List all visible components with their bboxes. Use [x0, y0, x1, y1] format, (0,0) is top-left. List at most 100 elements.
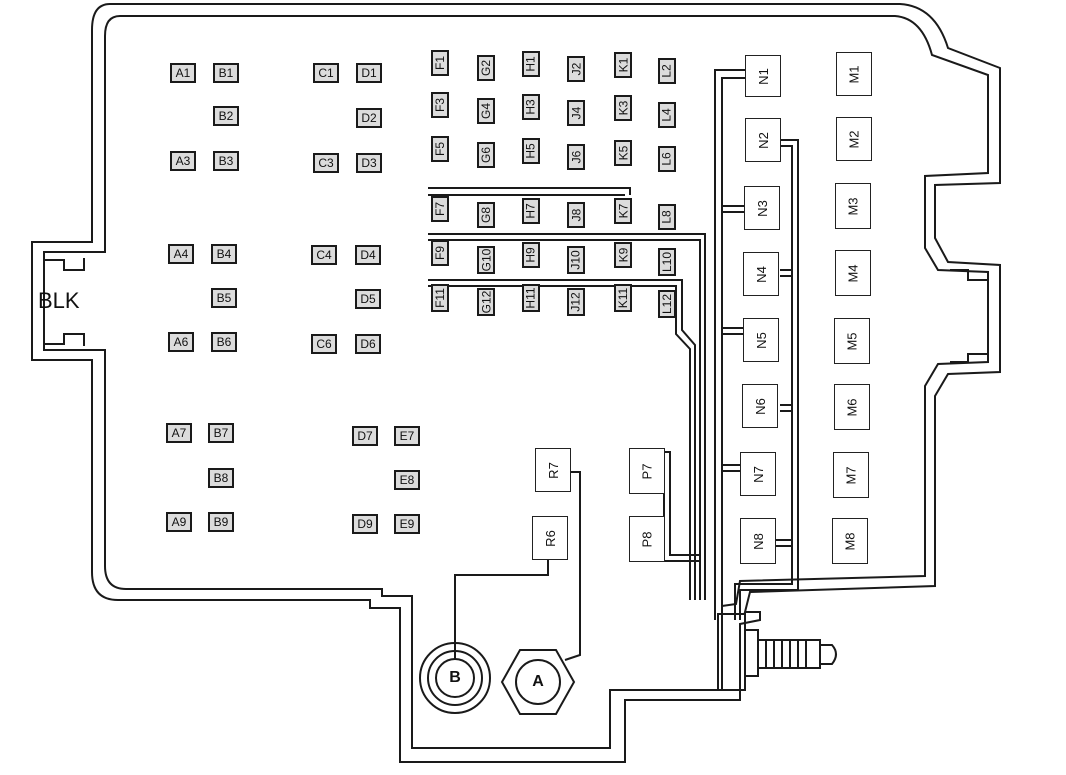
- bus-rail-row9: [428, 233, 706, 600]
- cavity-l12: L12: [658, 290, 676, 318]
- cavity-g10: G10: [477, 246, 495, 274]
- n-bus-right: [734, 139, 799, 620]
- cavity-g2: G2: [477, 55, 495, 81]
- cavity-l4: L4: [658, 102, 676, 128]
- cavity-c1: C1: [313, 63, 339, 83]
- cavity-l2: L2: [658, 58, 676, 84]
- cavity-a3: A3: [170, 151, 196, 171]
- cavity-b1: B1: [213, 63, 239, 83]
- cavity-a7: A7: [166, 423, 192, 443]
- cavity-b2: B2: [213, 106, 239, 126]
- position-n1: N1: [745, 55, 781, 97]
- position-m3: M3: [835, 183, 871, 229]
- position-m1: M1: [836, 52, 872, 96]
- position-m2: M2: [836, 117, 872, 161]
- cavity-d4: D4: [355, 245, 381, 265]
- right-latch: [950, 269, 988, 363]
- terminal-b-ring-mid: [427, 650, 483, 706]
- cavity-j4: J4: [567, 100, 585, 126]
- bus-rail-row11: [428, 279, 696, 600]
- n-bus-stubs: [722, 205, 745, 472]
- cavity-g8: G8: [477, 202, 495, 228]
- cavity-f11: F11: [431, 284, 449, 312]
- cavity-d6: D6: [355, 334, 381, 354]
- cavity-g4: G4: [477, 98, 495, 124]
- cavity-j12: J12: [567, 288, 585, 316]
- cavity-h7: H7: [522, 198, 540, 224]
- cavity-h11: H11: [522, 284, 540, 312]
- cavity-b5: B5: [211, 288, 237, 308]
- cavity-k9: K9: [614, 242, 632, 268]
- cavity-j8: J8: [567, 202, 585, 228]
- position-n7: N7: [740, 452, 776, 496]
- position-r7: R7: [535, 448, 571, 492]
- cavity-d1: D1: [356, 63, 382, 83]
- cavity-a6: A6: [168, 332, 194, 352]
- housing-outer-edge: [31, 3, 1001, 763]
- position-m4: M4: [835, 250, 871, 296]
- cavity-k5: K5: [614, 140, 632, 166]
- bus-rail-row7: [428, 187, 631, 196]
- cavity-d2: D2: [356, 108, 382, 128]
- position-m7: M7: [833, 452, 869, 498]
- position-m6: M6: [834, 384, 870, 430]
- cavity-k7: K7: [614, 198, 632, 224]
- stud-body: [717, 613, 746, 691]
- terminal-b-ring-inner: [435, 658, 475, 698]
- position-m5: M5: [834, 318, 870, 364]
- cavity-k11: K11: [614, 284, 632, 312]
- n-bus-main: [714, 69, 745, 620]
- stud-tip: [820, 644, 837, 665]
- cavity-d7: D7: [352, 426, 378, 446]
- terminal-a-label: A: [532, 673, 544, 690]
- cavity-c4: C4: [311, 245, 337, 265]
- cavity-l10: L10: [658, 248, 676, 276]
- cavity-d5: D5: [355, 289, 381, 309]
- cavity-f9: F9: [431, 240, 449, 266]
- connector-color-label: BLK: [38, 288, 80, 313]
- terminal-b-label: B: [449, 669, 461, 686]
- cavity-j10: J10: [567, 246, 585, 274]
- cavity-c6: C6: [311, 334, 337, 354]
- cavity-k3: K3: [614, 95, 632, 121]
- position-p7: P7: [629, 448, 665, 494]
- position-m8: M8: [832, 518, 868, 564]
- r7-lead: [564, 471, 581, 661]
- position-n6: N6: [742, 384, 778, 428]
- cavity-a1: A1: [170, 63, 196, 83]
- cavity-h1: H1: [522, 51, 540, 77]
- cavity-e8: E8: [394, 470, 420, 490]
- cavity-f5: F5: [431, 136, 449, 162]
- cavity-g12: G12: [477, 288, 495, 316]
- stud-nut: [745, 629, 759, 677]
- left-latch: [44, 258, 85, 346]
- cavity-b7: B7: [208, 423, 234, 443]
- position-n8: N8: [740, 518, 776, 564]
- cavity-f7: F7: [431, 196, 449, 222]
- cavity-f3: F3: [431, 92, 449, 118]
- terminal-a-hex: [500, 649, 576, 715]
- n-bus-right-stubs: [775, 269, 792, 547]
- cavity-b8: B8: [208, 468, 234, 488]
- cavity-g6: G6: [477, 142, 495, 168]
- cavity-l6: L6: [658, 146, 676, 172]
- r6-lead: [454, 560, 549, 660]
- cavity-f1: F1: [431, 50, 449, 76]
- cavity-h5: H5: [522, 138, 540, 164]
- position-n2: N2: [745, 118, 781, 162]
- cavity-j2: J2: [567, 56, 585, 82]
- position-p8: P8: [629, 516, 665, 562]
- cavity-h3: H3: [522, 94, 540, 120]
- cavity-j6: J6: [567, 144, 585, 170]
- cavity-e7: E7: [394, 426, 420, 446]
- cavity-b6: B6: [211, 332, 237, 352]
- cavity-b3: B3: [213, 151, 239, 171]
- stud-thread: [758, 639, 821, 669]
- position-n5: N5: [743, 318, 779, 362]
- housing-inner-edge: [43, 15, 989, 749]
- position-n4: N4: [743, 252, 779, 296]
- cavity-b4: B4: [211, 244, 237, 264]
- cavity-k1: K1: [614, 52, 632, 78]
- cavity-l8: L8: [658, 204, 676, 230]
